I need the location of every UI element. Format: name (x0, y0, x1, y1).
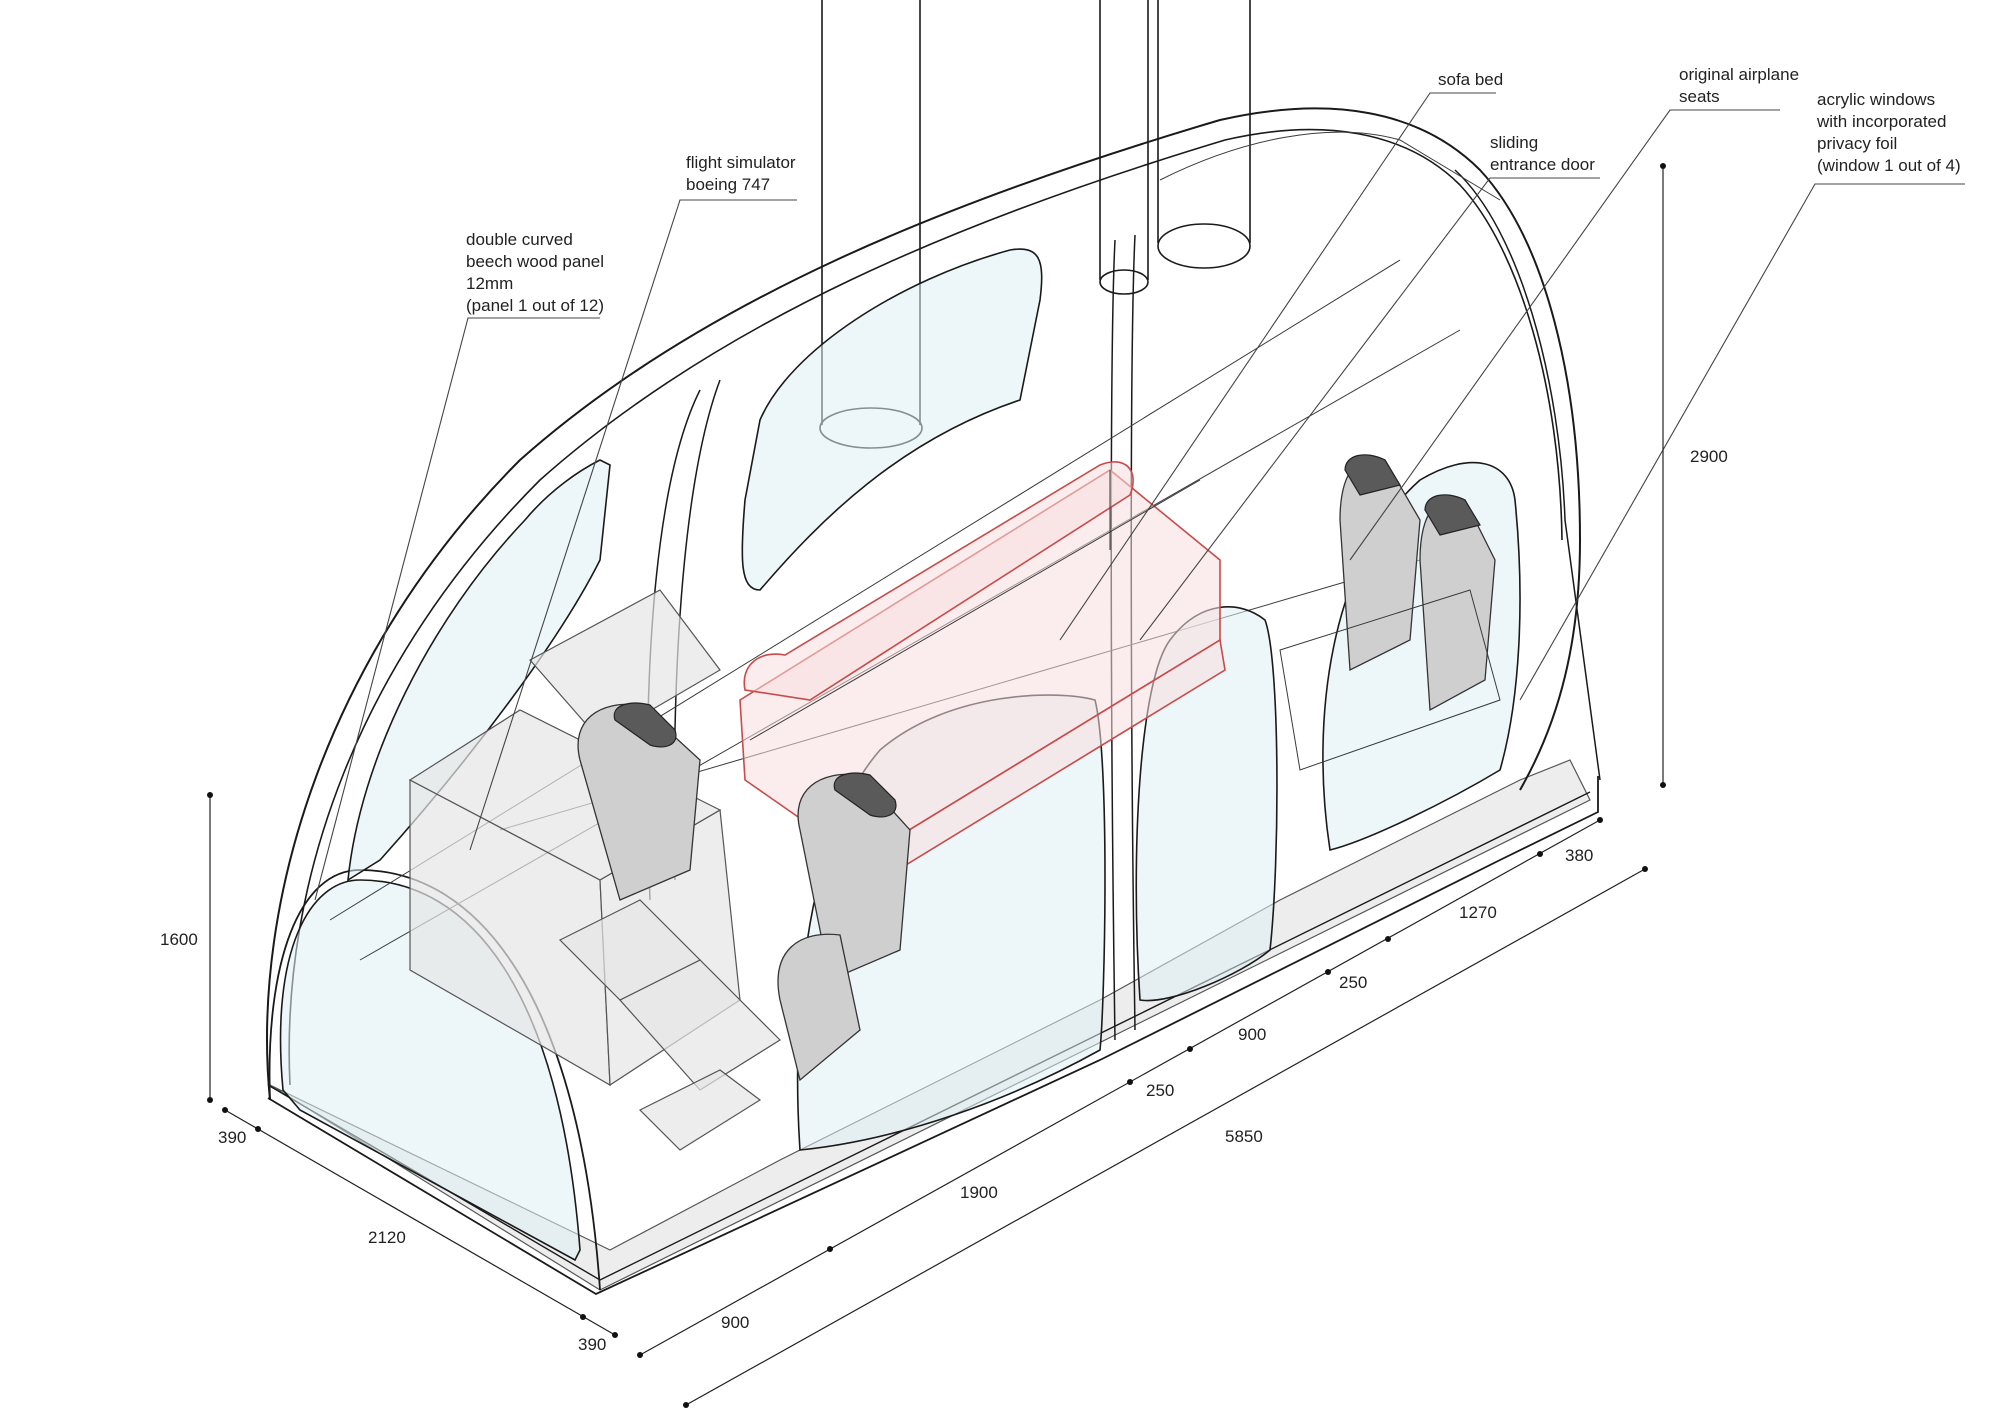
label-seats-1: original airplane (1679, 65, 1799, 84)
window-top (741, 248, 1043, 591)
label-simulator-1: flight simulator (686, 153, 796, 172)
flight-simulator (408, 589, 781, 1151)
label-panel-1: double curved (466, 230, 573, 249)
dim-390-a: 390 (218, 1128, 246, 1147)
label-panel-4: (panel 1 out of 12) (466, 296, 604, 315)
dim-380: 380 (1565, 846, 1593, 865)
dim-1600: 1600 (160, 930, 198, 949)
dim-2900: 2900 (1690, 447, 1728, 466)
airplane-seats (1279, 454, 1501, 771)
label-windows-4: (window 1 out of 4) (1817, 156, 1961, 175)
labels: double curved beech wood panel 12mm (pan… (466, 65, 1961, 315)
dim-900-front: 900 (721, 1313, 749, 1332)
leader-panel (314, 317, 600, 901)
label-sofa: sofa bed (1438, 70, 1503, 89)
dim-900-mid: 900 (1238, 1025, 1266, 1044)
leader-door (1139, 177, 1600, 641)
dim-1270: 1270 (1459, 903, 1497, 922)
dimension-values: 1600 2900 390 2120 390 900 1900 250 900 … (160, 447, 1728, 1354)
leader-lines (314, 92, 1965, 901)
label-windows-1: acrylic windows (1817, 90, 1935, 109)
leader-sofa (1059, 92, 1496, 641)
label-seats-2: seats (1679, 87, 1720, 106)
leader-simulator (469, 199, 797, 851)
label-door-1: sliding (1490, 133, 1538, 152)
sofa-bed (739, 461, 1226, 892)
dim-2120: 2120 (368, 1228, 406, 1247)
label-simulator-2: boeing 747 (686, 175, 770, 194)
dim-1900: 1900 (960, 1183, 998, 1202)
leader-windows (1519, 183, 1965, 701)
label-door-2: entrance door (1490, 155, 1595, 174)
label-windows-3: privacy foil (1817, 134, 1897, 153)
label-windows-2: with incorporated (1816, 112, 1946, 131)
leader-seats (1349, 109, 1780, 561)
label-panel-2: beech wood panel (466, 252, 604, 271)
dimension-lines (207, 163, 1666, 1408)
dim-5850: 5850 (1225, 1127, 1263, 1146)
sliding-door (1135, 606, 1278, 1002)
dim-250-a: 250 (1146, 1081, 1174, 1100)
label-panel-3: 12mm (466, 274, 513, 293)
dim-250-b: 250 (1339, 973, 1367, 992)
cockpit-seats (577, 702, 911, 1082)
dim-390-b: 390 (578, 1335, 606, 1354)
